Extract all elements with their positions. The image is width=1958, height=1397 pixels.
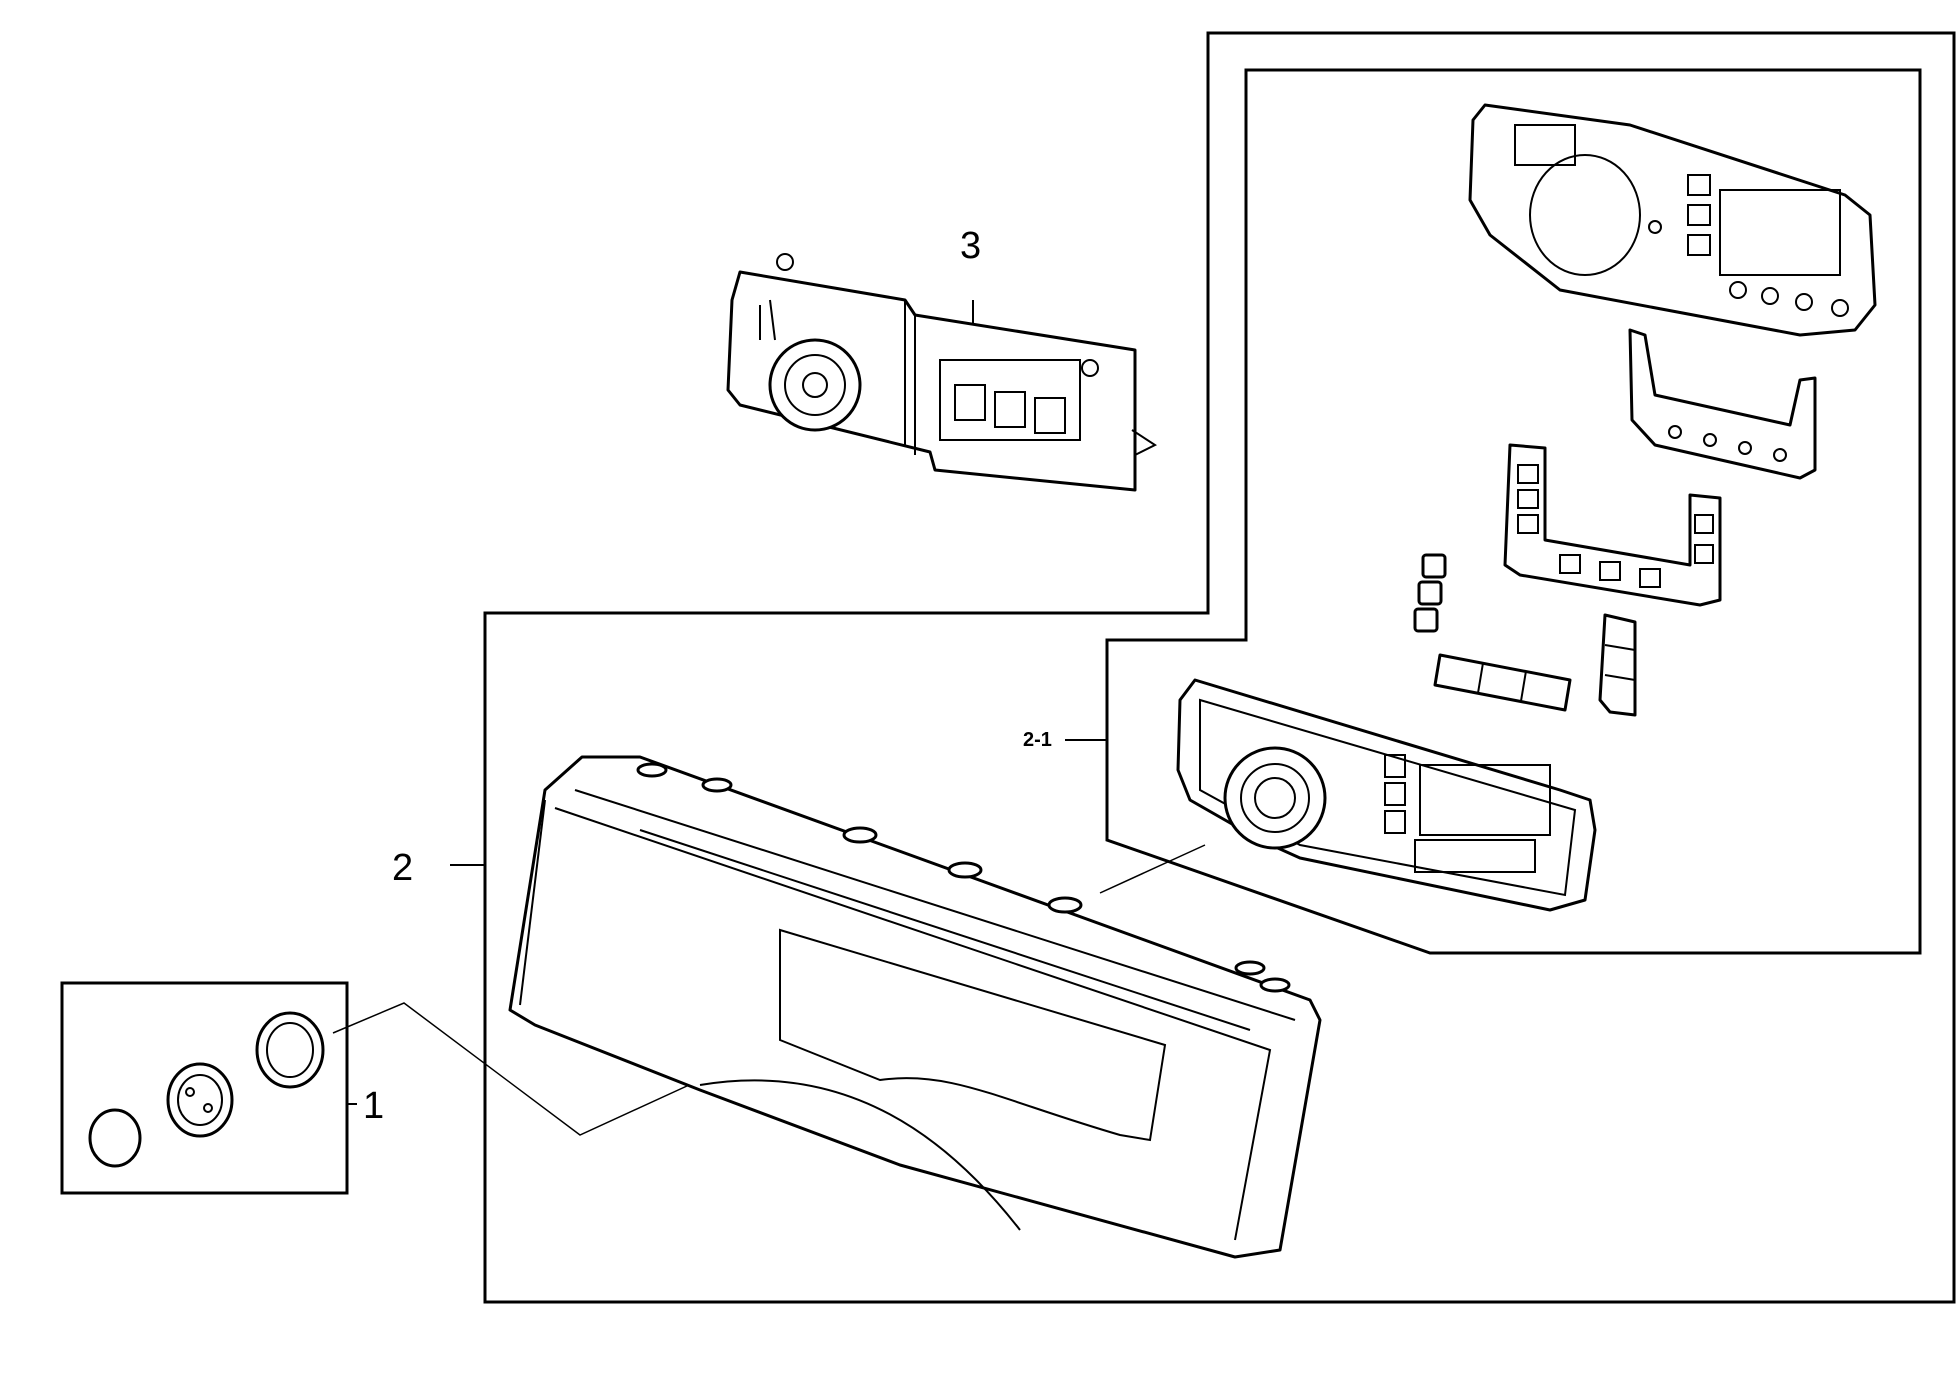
frame-part-1: [60, 981, 349, 1195]
label-part-3: 3: [960, 225, 981, 267]
front-control-panel: [508, 755, 1322, 1259]
label-part-1: 1: [363, 1085, 384, 1127]
knob-assembly: [88, 1011, 325, 1168]
leader-subpanel-to-panel: [1099, 844, 1206, 894]
sub-panel-assembly: [1176, 103, 1877, 912]
frame-part-2: [483, 31, 1956, 1304]
pcb-control-assembly: [726, 253, 1158, 492]
label-part-2-1: 2-1: [1023, 729, 1052, 751]
leader-knob-to-panel: [332, 1002, 701, 1136]
label-part-2: 2: [392, 847, 413, 889]
frame-part-2-1: [1105, 68, 1922, 955]
